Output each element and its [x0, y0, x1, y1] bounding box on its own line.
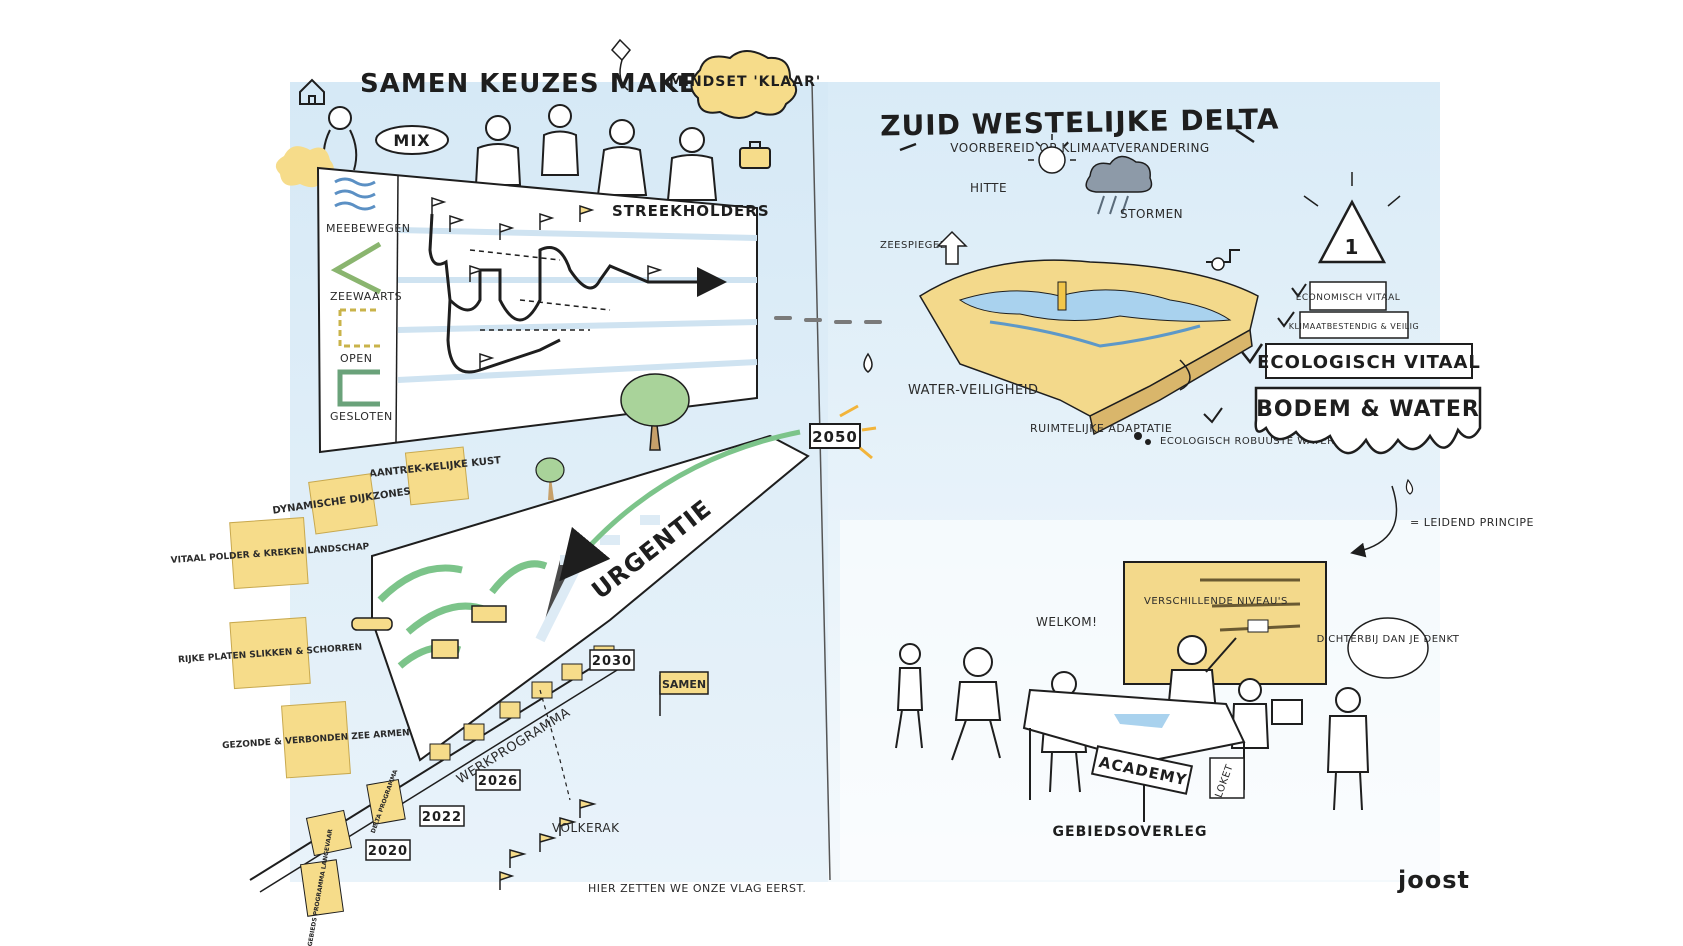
- mindset-label: MINDSET 'KLAAR': [669, 74, 821, 90]
- green-return-arrow: [559, 429, 801, 582]
- truck-icon: [471, 605, 507, 623]
- boat-icon: [351, 617, 393, 631]
- dashed-flag-line: [539, 689, 571, 801]
- sea-level-arrow-icon: [936, 230, 968, 265]
- year-2026: 2026: [475, 769, 521, 791]
- person-4: [596, 119, 648, 196]
- meeting-table: [1022, 688, 1246, 822]
- delta-landscape: [863, 249, 1259, 436]
- label-zeewaarts: ZEEWAARTS: [330, 290, 402, 303]
- person-walking: [951, 647, 1002, 761]
- flag-icons: [431, 196, 663, 370]
- svg-text:2022: 2022: [422, 810, 462, 825]
- strategy-open: OPEN: [338, 308, 380, 365]
- svg-text:2030: 2030: [592, 654, 632, 669]
- flag-note: HIER ZETTEN WE ONZE VLAG EERST.: [588, 882, 806, 895]
- year-2050: 2050: [809, 404, 877, 460]
- left-title: SAMEN KEUZES MAKEN: [360, 69, 720, 99]
- svg-text:ECOLOGISCH VITAAL: ECOLOGISCH VITAAL: [1257, 352, 1481, 373]
- pathway-line: [428, 213, 727, 322]
- hitte-label: HITTE: [970, 181, 1007, 195]
- briefcase-icon: [739, 141, 771, 169]
- label-gesloten: GESLOTEN: [330, 410, 393, 423]
- leidend-arrow: [1350, 485, 1398, 558]
- streekholders-label: STREEKHOLDERS: [612, 202, 770, 220]
- leidend-label: = LEIDEND PRINCIPE: [1410, 516, 1534, 529]
- tree-icon: [620, 373, 690, 451]
- people-group: [322, 104, 771, 201]
- person-right: [1326, 687, 1370, 811]
- zeespiegel-label: ZEESPIEGEL: [880, 240, 946, 251]
- welkom-label: WELKOM!: [1036, 615, 1097, 629]
- year-2022: 2022: [419, 805, 465, 827]
- strategy-zeewaarts: ZEEWAARTS: [330, 241, 402, 303]
- checklist-economisch: ECONOMISCH VITAAL: [1291, 281, 1401, 311]
- sun-icon: [1028, 134, 1076, 174]
- excavator-icon: [431, 639, 459, 659]
- title-dash-right: [1235, 128, 1255, 144]
- kite-icon: [610, 38, 632, 91]
- sticky-dots: [305, 809, 353, 857]
- checklist-ecologisch: ECOLOGISCH VITAAL: [1241, 343, 1481, 379]
- year-2030: 2030: [589, 649, 635, 671]
- svg-text:BODEM & WATER: BODEM & WATER: [1256, 397, 1480, 422]
- ecologisch-robuuste-label: ECOLOGISCH ROBUUSTE WATEREN: [1160, 436, 1349, 447]
- stepping-stones: [774, 316, 882, 324]
- mix-bubble: [375, 125, 449, 155]
- svg-text:SAMEN: SAMEN: [662, 678, 706, 691]
- verschillende-label: VERSCHILLENDE NIVEAU'S: [1144, 596, 1288, 607]
- samen-flag: SAMEN: [659, 671, 709, 716]
- right-subtitle: VOORBEREID OP KLIMAATVERANDERING: [950, 141, 1209, 155]
- mindset-cloud: MINDSET 'KLAAR': [669, 50, 821, 119]
- bottom-flags: [499, 799, 597, 890]
- person-5: [666, 127, 718, 201]
- svg-text:2050: 2050: [812, 428, 858, 446]
- person-3: [540, 104, 580, 176]
- strategy-gesloten: GESLOTEN: [330, 369, 393, 423]
- svg-text:2020: 2020: [368, 844, 408, 859]
- presentation-board: VERSCHILLENDE NIVEAU'S: [1123, 561, 1327, 685]
- pathway-line-2: [446, 299, 561, 374]
- center-divider: [811, 81, 831, 881]
- svg-text:2026: 2026: [478, 774, 518, 789]
- person-1: [322, 106, 358, 171]
- title-dash-left: [899, 142, 917, 152]
- small-tree-icon: [535, 457, 565, 500]
- storm-cloud-icon: [1085, 155, 1153, 215]
- person-2: [474, 115, 522, 186]
- ruimtelijke-label: RUIMTELIJKE ADAPTATIE: [1030, 422, 1172, 435]
- water-drop-icon: [863, 352, 873, 373]
- waterveiligheid-label: WATER-VEILIGHEID: [908, 383, 1039, 398]
- gebiedsoverleg-label: GEBIEDSOVERLEG: [1053, 824, 1208, 840]
- person-welcome-1: [895, 643, 924, 749]
- right-title: ZUID WESTELIJKE DELTA: [880, 103, 1280, 143]
- checklist-klimaat: KLIMAATBESTENDIG & VEILIG: [1277, 311, 1419, 339]
- label-open: OPEN: [340, 352, 372, 365]
- volkerak-label: VOLKERAK: [552, 821, 620, 835]
- strategy-meebewegen: MEEBEWEGEN: [326, 177, 410, 235]
- warning-triangle: 1: [1303, 172, 1401, 264]
- dichterbij-bubble: DICHTERBIJ DAN JE DENKT: [1317, 617, 1460, 679]
- svg-text:1: 1: [1345, 235, 1360, 259]
- yellow-tower-icon: [1057, 281, 1067, 311]
- house-icon: [299, 78, 325, 105]
- mix-label: MIX: [393, 131, 430, 150]
- label-meebewegen: MEEBEWEGEN: [326, 222, 410, 235]
- svg-text:KLIMAATBESTENDIG & VEILIG: KLIMAATBESTENDIG & VEILIG: [1289, 322, 1419, 331]
- bodem-water-box: BODEM & WATER: [1254, 386, 1482, 495]
- loket-sign: LOKET: [1209, 757, 1245, 799]
- ecology-dots: [1134, 432, 1151, 445]
- stormen-label: STORMEN: [1120, 207, 1183, 221]
- pathway-dashed: [469, 249, 611, 331]
- check-icon-1: [1203, 407, 1223, 424]
- svg-text:ECONOMISCH VITAAL: ECONOMISCH VITAAL: [1296, 293, 1401, 303]
- year-2020: 2020: [365, 839, 411, 861]
- svg-text:DICHTERBIJ DAN JE DENKT: DICHTERBIJ DAN JE DENKT: [1317, 634, 1460, 645]
- signature: joost: [1397, 866, 1470, 894]
